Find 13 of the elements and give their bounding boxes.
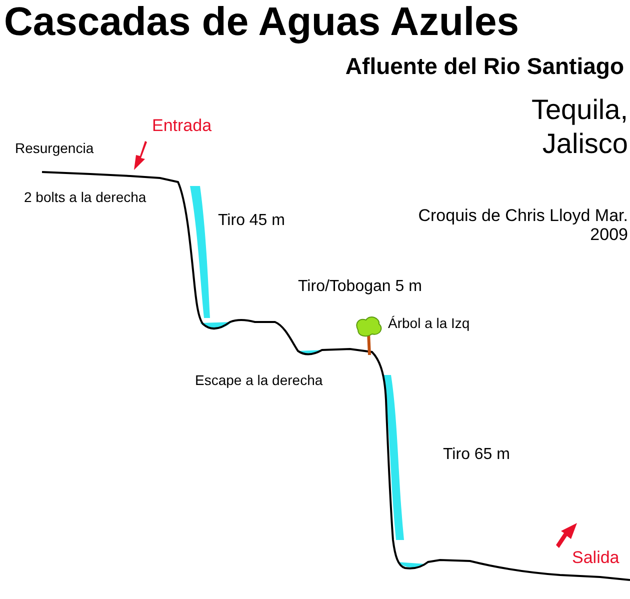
drop-label: Tiro 45 m: [218, 212, 285, 230]
exit-label: Salida: [572, 549, 620, 568]
entrance-label: Entrada: [152, 117, 212, 136]
drop-label: Tiro 65 m: [443, 446, 510, 464]
note-label: Árbol a la Izq: [388, 316, 470, 332]
note-label: Escape a la derecha: [195, 373, 323, 388]
drop-label: Tiro/Tobogan 5 m: [298, 278, 422, 296]
title: Cascadas de Aguas Azules: [4, 0, 520, 44]
location-label: Tequila, Jalisco: [530, 93, 628, 160]
note-label: 2 bolts a la derecha: [24, 190, 146, 206]
subtitle: Afluente del Rio Santiago: [345, 54, 624, 80]
author-note: Croquis de Chris Lloyd Mar. 2009: [417, 207, 628, 244]
point-label: Resurgencia: [15, 141, 94, 156]
